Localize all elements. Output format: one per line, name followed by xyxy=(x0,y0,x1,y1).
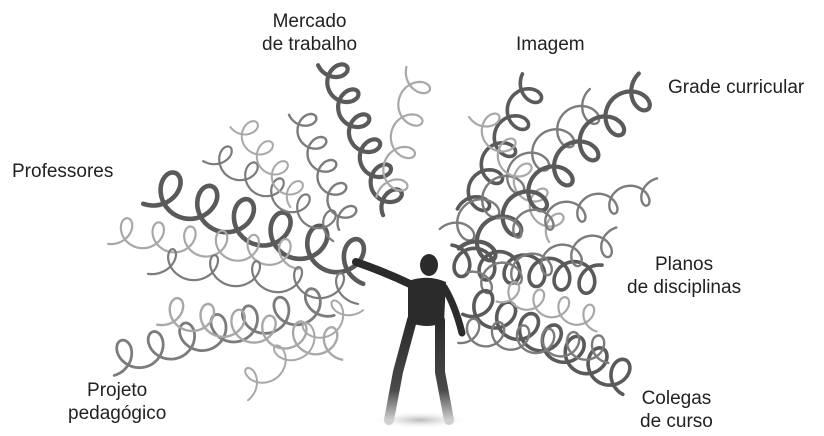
coil-strand-3 xyxy=(376,67,430,197)
label-professores-line1: Professores xyxy=(12,160,113,183)
label-mercado-de-trabalho: Mercado de trabalho xyxy=(262,10,357,56)
coil-strand-2 xyxy=(289,114,356,230)
figure-head xyxy=(420,254,438,276)
label-imagem-line1: Imagem xyxy=(516,33,585,56)
figure-right-leg xyxy=(440,320,449,420)
coil-strand-13 xyxy=(114,289,334,376)
label-projeto-line1: Projeto xyxy=(68,379,166,402)
figure-left-arm xyxy=(356,262,410,284)
coil-strand-12 xyxy=(230,121,303,207)
coil-strand-1 xyxy=(318,64,402,215)
label-planos-de-disciplinas: Planos de disciplinas xyxy=(627,253,741,299)
label-planos-line1: Planos xyxy=(627,253,741,276)
label-colegas-line1: Colegas xyxy=(640,387,713,410)
label-mercado-line2: de trabalho xyxy=(262,33,357,56)
coil-strand-20 xyxy=(458,319,608,363)
label-colegas-de-curso: Colegas de curso xyxy=(640,387,713,433)
figure-left-leg xyxy=(389,320,412,420)
person-figure xyxy=(356,254,470,429)
label-projeto-pedagogico: Projeto pedagógico xyxy=(68,379,166,425)
label-imagem: Imagem xyxy=(516,33,585,56)
label-projeto-line2: pedagógico xyxy=(68,402,166,425)
label-colegas-line2: de curso xyxy=(640,410,713,433)
label-grade-curricular: Grade curricular xyxy=(668,76,804,99)
coil-strand-7 xyxy=(459,74,650,261)
figure-right-arm xyxy=(444,287,462,333)
label-professores: Professores xyxy=(12,160,113,183)
coil-strand-5 xyxy=(440,89,599,241)
label-mercado-line1: Mercado xyxy=(262,10,357,33)
label-grade-line1: Grade curricular xyxy=(668,76,804,99)
label-planos-line2: de disciplinas xyxy=(627,276,741,299)
coil-strand-8 xyxy=(497,178,657,237)
